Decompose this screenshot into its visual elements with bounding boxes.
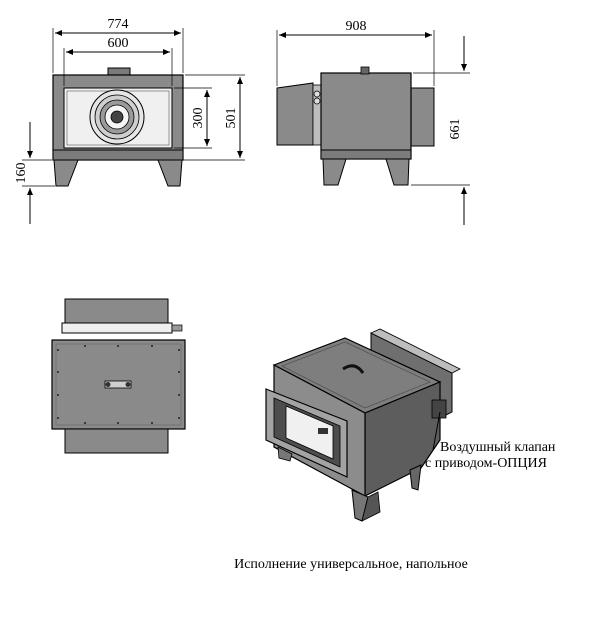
dim-908: 908: [346, 19, 367, 34]
dim-600: 600: [108, 36, 129, 51]
side-dimensions: [276, 30, 470, 225]
side-duct-right: [409, 87, 435, 147]
caption: Исполнение универсальное, напольное: [234, 557, 468, 572]
iso-handle-icon: [342, 364, 365, 374]
front-view: [52, 67, 184, 187]
side-leg-left: [322, 158, 347, 186]
front-leg-right: [157, 159, 183, 187]
front-leg-left: [53, 159, 79, 187]
dim-661: 661: [448, 119, 463, 140]
fan-icon: [89, 89, 145, 145]
side-body: [320, 72, 412, 160]
side-view: [276, 66, 435, 186]
dim-160: 160: [14, 163, 29, 184]
iso-leg-front-left: [277, 446, 293, 462]
callout-line-1: Воздушный клапан: [440, 440, 556, 455]
front-dimensions: [22, 28, 245, 224]
iso-leg-back-right: [409, 464, 422, 491]
top-view: [51, 298, 186, 454]
top-duct-upper: [64, 298, 169, 324]
dim-774: 774: [108, 17, 129, 32]
dim-300: 300: [191, 108, 206, 129]
isometric-view: [265, 328, 461, 522]
side-leg-right: [385, 158, 410, 186]
side-duct-left: [276, 82, 314, 146]
top-handle-icon: [104, 380, 132, 389]
top-duct-lower: [64, 428, 169, 454]
callout-line-2: с приводом-ОПЦИЯ: [425, 456, 547, 471]
dim-501: 501: [224, 108, 239, 129]
